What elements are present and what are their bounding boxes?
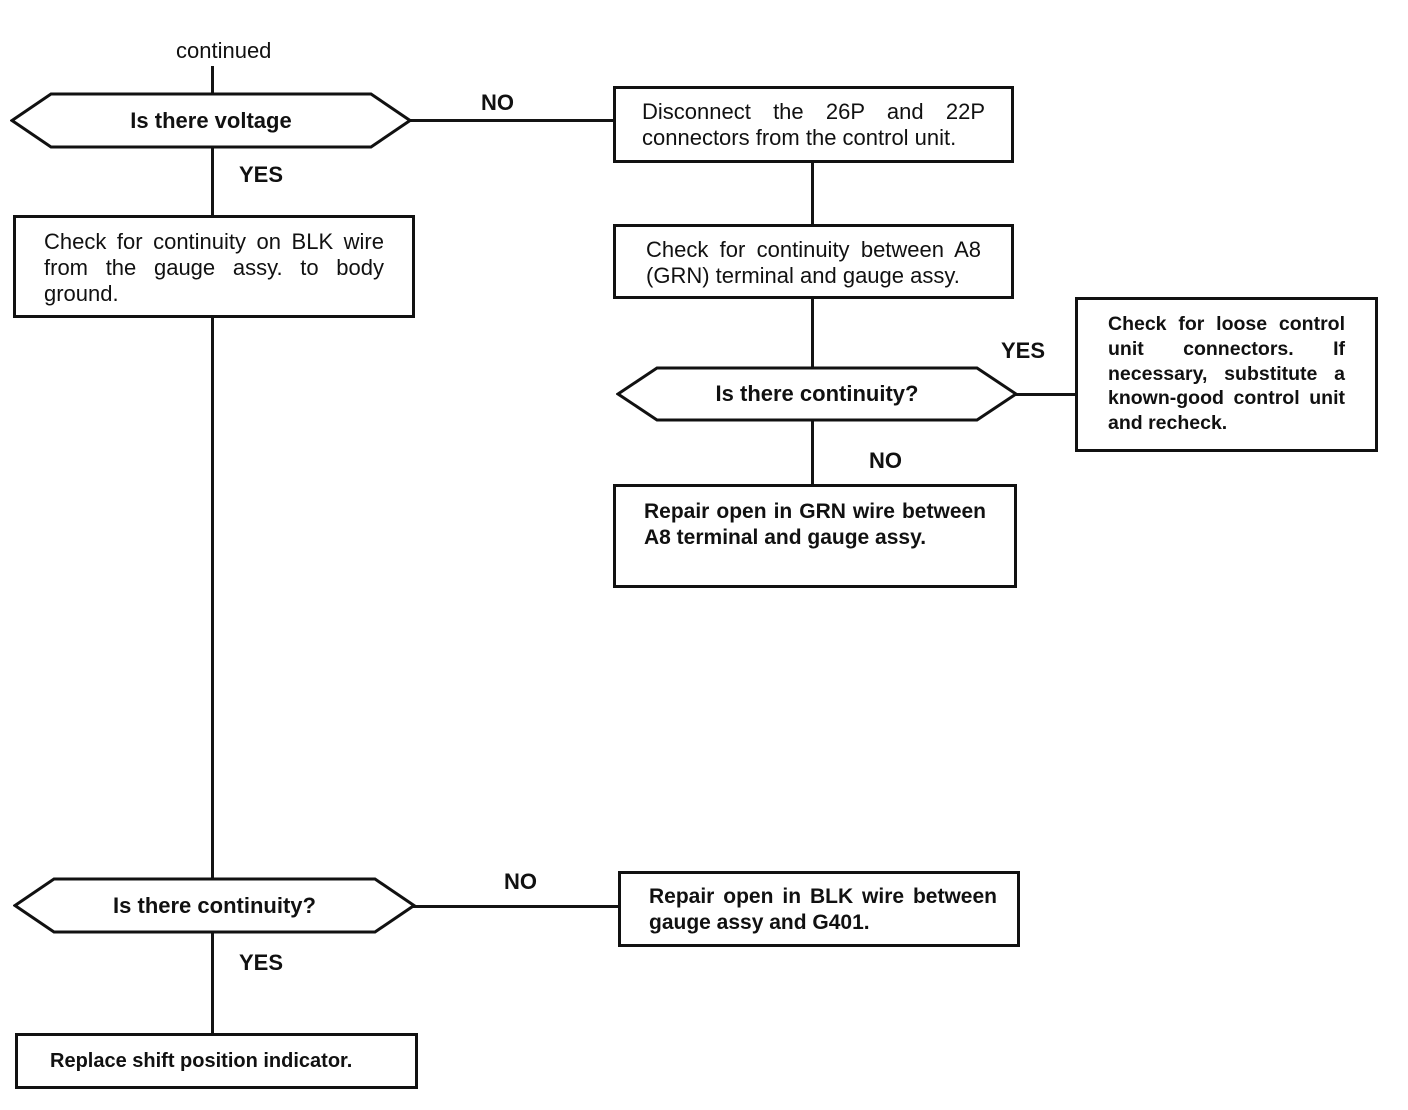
process-disconnect-connectors: Disconnect the 26P and 22P connectors fr…	[613, 86, 1014, 163]
no-branch-label: NO	[481, 90, 514, 115]
process-check-blk-continuity: Check for continuity on BLK wire from th…	[13, 215, 415, 318]
no-branch-label: NO	[869, 448, 902, 473]
decision-continuity-a8: Is there continuity?	[616, 366, 1018, 422]
yes-branch-label: YES	[1001, 338, 1046, 363]
continued-label: continued	[176, 38, 272, 63]
connector-continuity-no-down	[811, 419, 814, 485]
connector-continuity-yes-right	[1015, 393, 1077, 396]
connector-voltage-no-right	[408, 119, 615, 122]
process-replace-indicator: Replace shift position indicator.	[15, 1033, 418, 1089]
process-repair-blk-wire: Repair open in BLK wire between gauge as…	[618, 871, 1020, 947]
hexagon-shape	[13, 877, 416, 934]
connector-checka8-to-continuity	[811, 298, 814, 369]
decision-is-there-voltage: Is there voltage	[10, 92, 412, 149]
connector-continuity2-no-right	[413, 905, 620, 908]
connector-voltage-yes-down	[211, 147, 214, 217]
yes-branch-label: YES	[239, 162, 284, 187]
connector-continued-to-voltage	[211, 66, 214, 95]
hexagon-shape	[10, 92, 412, 149]
no-branch-label: NO	[504, 869, 537, 894]
decision-continuity-blk: Is there continuity?	[13, 877, 416, 934]
connector-continuity-yes-down	[211, 931, 214, 1035]
connector-disconnect-to-checka8	[811, 161, 814, 227]
decision-question: Is there voltage	[130, 107, 292, 133]
connector-blkcheck-to-continuity	[211, 317, 214, 880]
process-check-a8-continuity: Check for continuity between A8 (GRN) te…	[613, 224, 1014, 299]
yes-branch-label: YES	[239, 950, 284, 975]
decision-question: Is there continuity?	[715, 381, 919, 406]
hexagon-shape	[616, 366, 1018, 422]
decision-question: Is there continuity?	[113, 892, 316, 918]
process-repair-grn-wire: Repair open in GRN wire between A8 termi…	[613, 484, 1017, 588]
process-check-loose-connectors: Check for loose control unit connectors.…	[1075, 297, 1378, 452]
